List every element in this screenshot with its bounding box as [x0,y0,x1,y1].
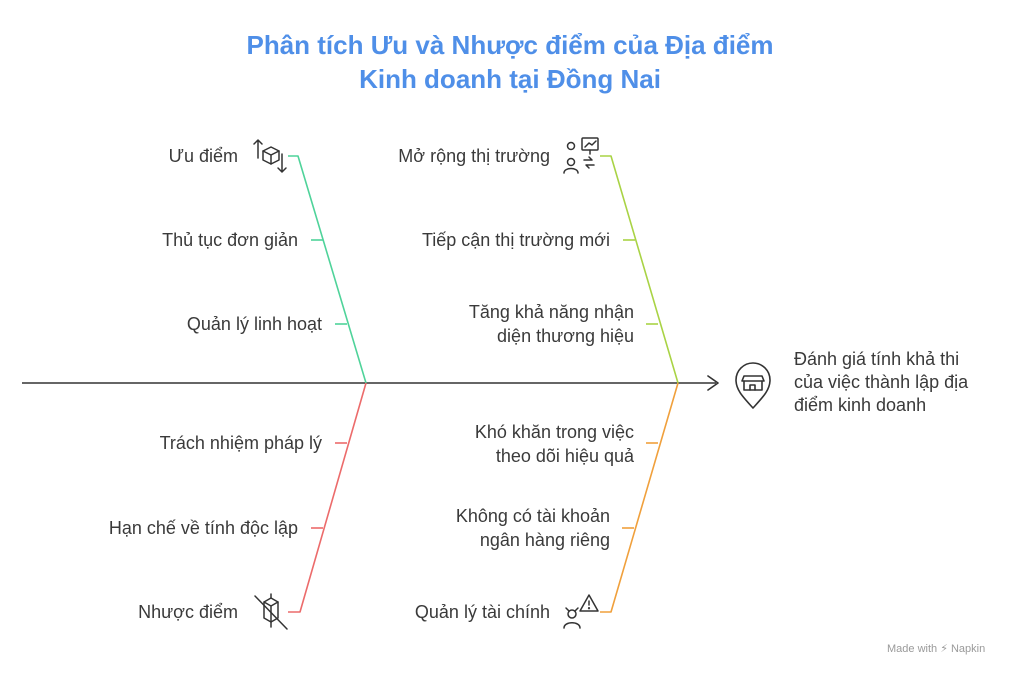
market-bone [600,155,679,384]
cause-cons-1: Trách nhiệm pháp lý [159,433,322,453]
effect-label: Đánh giá tính khả thi của việc thành lập… [794,348,1004,417]
pros-bone [288,155,367,384]
finance-bone [600,382,679,613]
effect-line-3: điểm kinh doanh [794,395,927,415]
page-title: Phân tích Ưu và Nhược điểm của Địa điểm … [0,28,1020,96]
napkin-credit: Made with ⚡ Napkin [887,643,986,655]
pros-arrows-box-icon [253,139,287,173]
finance-warning-icon [563,594,599,629]
cause-finance-1-line-2: theo dõi hiệu quả [495,446,634,466]
effect-line-2: của việc thành lập địa [794,372,969,392]
cause-finance-2-line-2: ngân hàng riêng [479,530,610,550]
cons-crossed-box-icon [254,593,288,630]
cause-cons-2: Hạn chế về tính độc lập [108,518,298,538]
category-pros-label: Ưu điểm [168,146,238,166]
cause-finance-1: Khó khăn trong việc theo dõi hiệu quả [475,420,634,468]
cause-market-2-line-1: Tăng khả năng nhận [468,302,634,322]
cause-market-2: Tăng khả năng nhận diện thương hiệu [469,300,634,348]
category-cons-label: Nhược điểm [138,602,238,622]
cause-finance-2-line-1: Không có tài khoản [455,506,610,526]
category-finance-label: Quản lý tài chính [414,602,550,622]
title-line-1: Phân tích Ưu và Nhược điểm của Địa điểm [246,30,774,60]
cause-finance-1-line-1: Khó khăn trong việc [474,422,634,442]
cause-finance-2: Không có tài khoản ngân hàng riêng [456,504,610,552]
cause-pros-2: Quản lý linh hoạt [186,314,322,334]
storefront-pin-icon [735,362,771,409]
cause-market-1: Tiếp cận thị trường mới [421,230,610,250]
cause-pros-1: Thủ tục đơn giản [162,230,298,250]
title-line-2: Kinh doanh tại Đồng Nai [359,64,661,94]
category-market-label: Mở rộng thị trường [398,146,550,166]
spine-arrowhead [707,375,719,391]
effect-line-1: Đánh giá tính khả thi [794,349,960,369]
cons-bone [288,382,367,613]
market-expansion-icon [563,137,599,174]
cause-market-2-line-2: diện thương hiệu [497,326,634,346]
